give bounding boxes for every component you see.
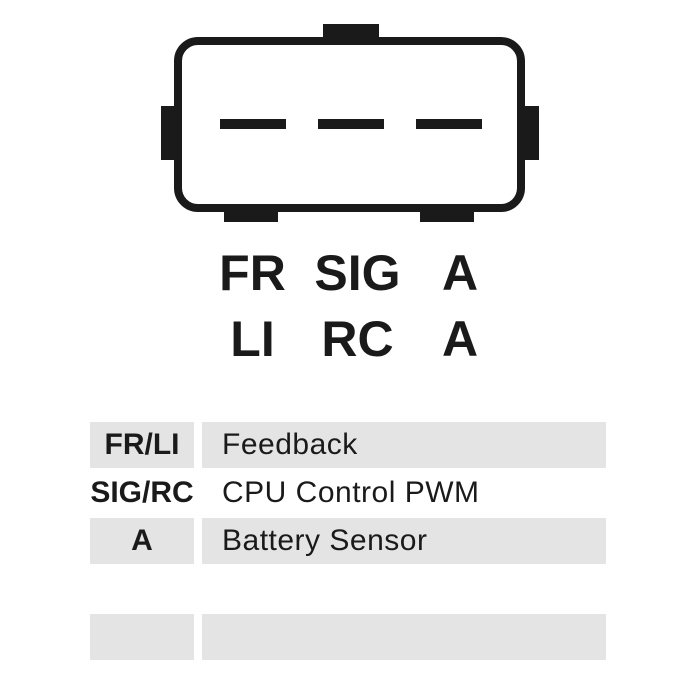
legend-code: FR/LI: [90, 422, 194, 468]
legend-code: [90, 614, 194, 660]
pin-slot: [220, 119, 286, 129]
legend-row-empty: [90, 614, 606, 660]
legend-description: Battery Sensor: [202, 518, 606, 564]
legend-row: FR/LI Feedback: [90, 422, 606, 468]
pin-label-top: FR: [219, 245, 286, 301]
pin-label-top: A: [441, 245, 479, 301]
legend-description: [202, 614, 606, 660]
legend-row: A Battery Sensor: [90, 518, 606, 564]
legend-description: CPU Control PWM: [222, 476, 480, 509]
legend-description: Feedback: [202, 422, 606, 468]
pin-slot: [318, 119, 384, 129]
pin-label-bottom: A: [441, 311, 479, 367]
pin-label-top: SIG: [314, 245, 401, 301]
pin-label-bottom: LI: [230, 311, 275, 367]
legend-code: SIG/RC: [90, 476, 194, 509]
legend-code: A: [90, 518, 194, 564]
legend-row: SIG/RC CPU Control PWM: [90, 470, 606, 516]
pin-slot: [416, 119, 482, 129]
pin-label-bottom: RC: [321, 311, 394, 367]
